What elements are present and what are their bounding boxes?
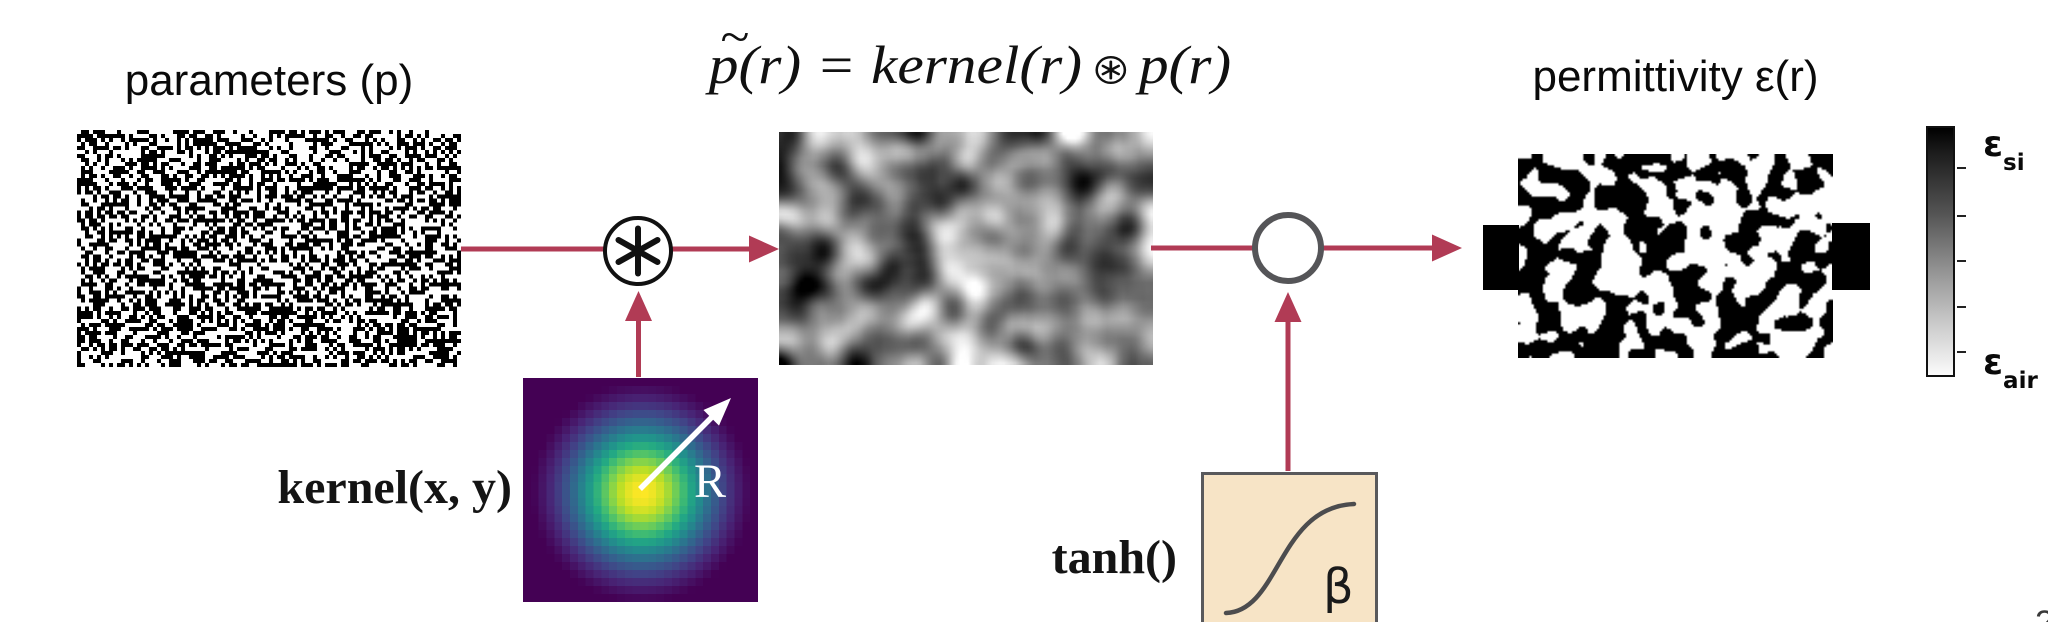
convolution-node (603, 216, 673, 286)
arrowheads (625, 234, 1462, 322)
page-number: 2 (2035, 604, 2048, 622)
radius-label: R (694, 455, 726, 508)
flow-lines (461, 245, 1434, 471)
arrowhead-tanh-up (1274, 292, 1302, 322)
colorbar-tick (1957, 167, 1966, 169)
colorbar (1926, 126, 1955, 377)
waveguide-port-left (1483, 225, 1519, 290)
colorbar-tick (1957, 306, 1966, 308)
equation: p~(r) = kernel(r)p(r) (708, 9, 1232, 95)
permittivity-title: permittivity ε(r) (1532, 52, 1819, 101)
kernel-label: kernel(x, y) (277, 461, 512, 514)
permittivity-image (1518, 154, 1833, 358)
blurred-image (779, 132, 1153, 365)
kernel-radius-annotation: R (638, 398, 731, 508)
colorbar-tick (1957, 351, 1966, 353)
eps-air-label: εair (1983, 342, 2038, 394)
arrowhead-to-blur (749, 235, 779, 263)
arrowhead-kernel-up (625, 291, 652, 321)
convolution-operator-icon (1095, 55, 1126, 84)
colorbar-tick (1957, 260, 1966, 262)
waveguide-port-right (1832, 223, 1870, 290)
colorbar-tick (1957, 215, 1966, 217)
tanh-box: β (1201, 472, 1378, 622)
sigmoid-curve (1223, 501, 1357, 616)
parameters-image (77, 130, 461, 367)
eps-si-label: εsi (1983, 124, 2025, 176)
p-tilde: p~ (708, 9, 750, 95)
parameters-title: parameters (p) (124, 56, 414, 105)
composition-node (1252, 212, 1324, 284)
arrowhead-to-perm (1432, 234, 1462, 262)
beta-label: β (1323, 559, 1354, 615)
tanh-label: tanh() (1051, 531, 1177, 584)
